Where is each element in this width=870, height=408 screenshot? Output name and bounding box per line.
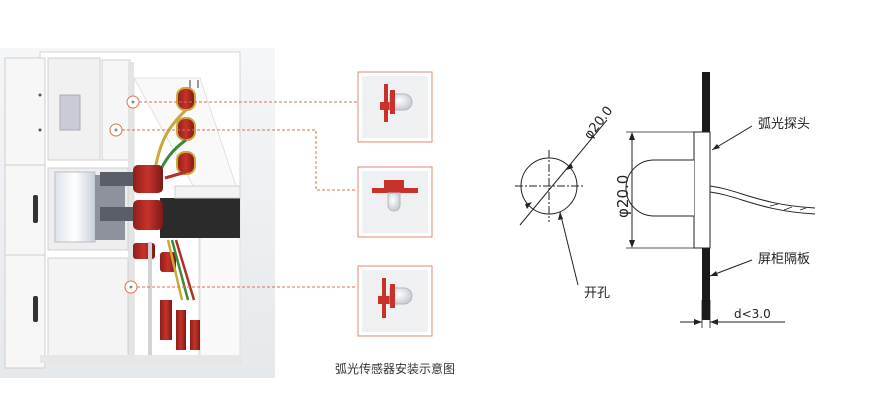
door-handle-icon (33, 296, 38, 322)
top-bushings (176, 80, 199, 175)
gap-dimension-label: d<3.0 (734, 307, 771, 321)
hole-diameter-label: φ20.0 (581, 104, 616, 143)
probe-height-label: φ20.0 (614, 175, 632, 218)
circuit-breaker (54, 171, 96, 243)
figure-caption: 弧光传感器安装示意图 (334, 362, 455, 376)
arc-probe-label: 弧光探头 (758, 117, 810, 132)
current-transformers (133, 239, 200, 360)
callout-box-2 (357, 166, 433, 238)
hole-drawing (515, 119, 608, 286)
hole-label: 开孔 (584, 286, 610, 301)
contact-arms (100, 165, 163, 230)
door-handle-icon (33, 195, 38, 223)
callout-box-1 (357, 71, 433, 143)
callout-box-3 (357, 265, 433, 337)
cabinet-partition-label: 屏柜隔板 (758, 252, 810, 267)
relay-box (59, 94, 81, 131)
probe-section-drawing (625, 72, 816, 328)
callout-lines (122, 101, 357, 288)
sensor-markers (109, 95, 140, 294)
